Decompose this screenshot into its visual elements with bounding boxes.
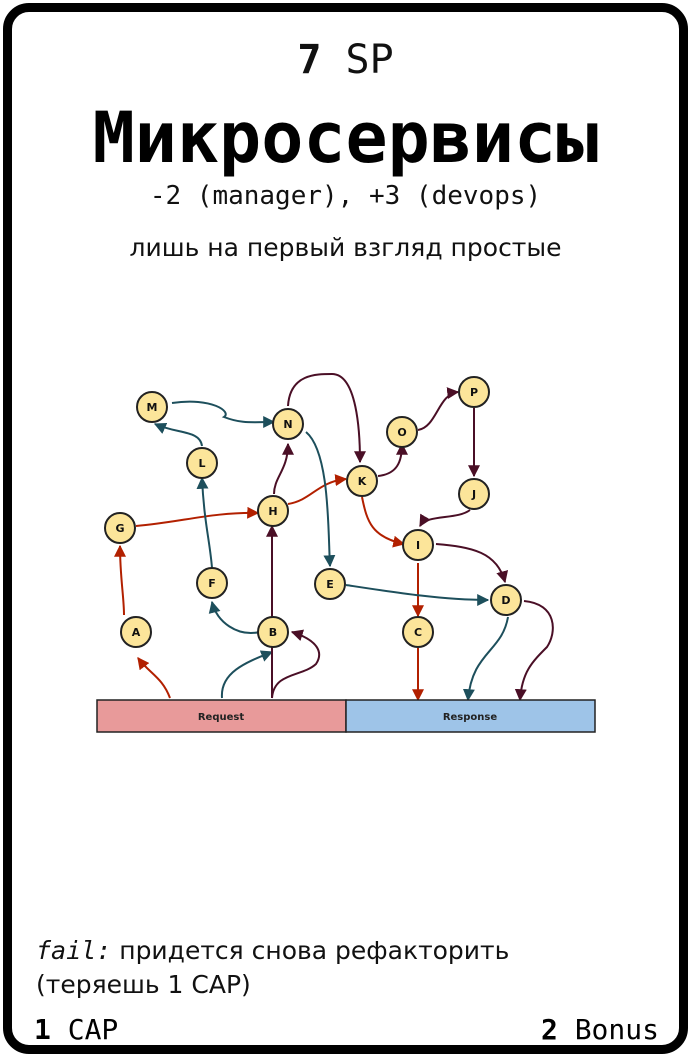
node-m [136, 391, 168, 423]
edge-request-b-loop [271, 629, 321, 699]
edge-request-a [137, 657, 171, 699]
node-i [402, 529, 434, 561]
edge-d-response [462, 616, 509, 702]
node-l [186, 447, 218, 479]
node-k [346, 465, 378, 497]
card-title: Микросервисы [92, 97, 599, 179]
request-bar [96, 699, 347, 733]
edge-m-n [171, 400, 276, 429]
node-c [402, 616, 434, 648]
node-label: B [269, 626, 277, 639]
node-label: J [471, 488, 476, 501]
node-label: K [358, 475, 367, 488]
response-bar [345, 699, 596, 733]
bonus-value: 2 [540, 1013, 558, 1046]
node-label: E [326, 578, 334, 591]
edge-a-g [114, 544, 127, 616]
node-label: O [397, 426, 406, 439]
story-points-unit: SP [345, 37, 394, 83]
cap-label: CAP [67, 1013, 119, 1046]
edge-h-n [273, 442, 294, 495]
edge-j-i [419, 509, 471, 528]
edge-o-p [417, 387, 460, 431]
microservices-diagram: M N L O P K G H J I F E D A B C Request … [96, 372, 596, 733]
fail-text: fail: придется снова рефакторить (теряеш… [36, 934, 656, 1002]
response-label: Response [443, 712, 498, 723]
story-points-value: 7 [297, 37, 322, 83]
node-d [490, 584, 522, 616]
fail-keyword: fail: [36, 936, 112, 965]
node-label: H [268, 505, 277, 518]
node-h [257, 495, 289, 527]
node-p [458, 376, 490, 408]
node-label: C [414, 626, 422, 639]
fail-description: придется снова рефакторить [119, 936, 510, 965]
card-effect: -2 (manager), +3 (devops) [149, 181, 542, 211]
node-g [104, 512, 136, 544]
node-label: I [416, 539, 420, 552]
edge-h-k [287, 474, 348, 505]
edge-f-l [196, 476, 213, 569]
edge-e-d [345, 584, 490, 606]
card: 7 SP Микросервисы -2 (manager), +3 (devo… [3, 3, 688, 1054]
fail-description-2: (теряешь 1 CAP) [36, 970, 251, 999]
card-flavor: лишь на первый взгляд простые [129, 233, 562, 262]
cap-value: 1 [34, 1013, 51, 1046]
node-o [386, 416, 418, 448]
bonus-label: Bonus [574, 1013, 659, 1046]
edge-n-e [305, 431, 336, 568]
node-label: D [501, 594, 510, 607]
edge-k-o [377, 442, 408, 477]
edge-l-m [153, 423, 203, 447]
edge-n-k [287, 372, 366, 464]
node-label: A [132, 626, 141, 639]
edge-b-f [208, 600, 261, 634]
story-points: 7 SP [12, 36, 679, 84]
node-label: M [147, 401, 158, 414]
edge-k-i [361, 496, 406, 548]
request-label: Request [198, 712, 244, 723]
edge-g-h [135, 506, 260, 527]
cap-stat: 1 CAP [34, 1012, 119, 1046]
bonus-stat: 2 Bonus [540, 1012, 659, 1046]
node-label: F [208, 577, 216, 590]
node-label: N [283, 418, 292, 431]
node-label: P [470, 386, 478, 399]
node-label: G [115, 522, 124, 535]
node-a [120, 616, 152, 648]
edge-d-response-2 [514, 600, 554, 702]
node-f [196, 567, 228, 599]
node-j [458, 478, 490, 510]
node-b [257, 616, 289, 648]
node-n [272, 408, 304, 440]
edge-request-b [220, 650, 274, 699]
node-label: L [198, 457, 205, 470]
edge-i-d [435, 543, 509, 584]
node-e [314, 568, 346, 600]
